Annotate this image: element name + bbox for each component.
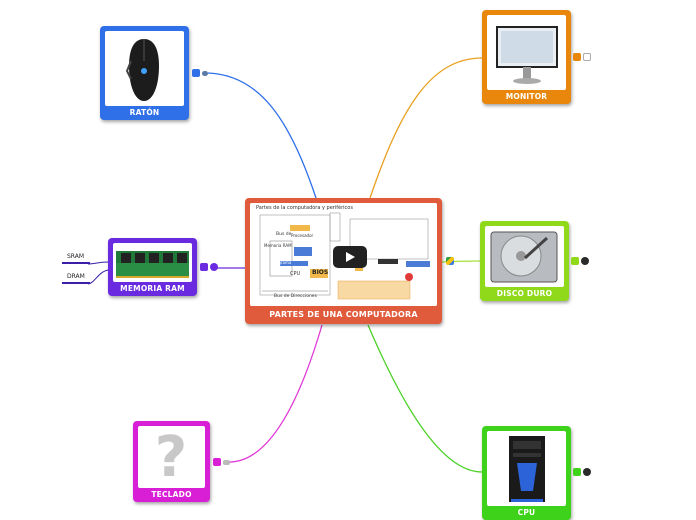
note-icon[interactable] xyxy=(573,468,581,476)
leaf-dram[interactable]: DRAM xyxy=(67,273,85,280)
link-icon[interactable] xyxy=(210,263,218,271)
raton-label: RATÓN xyxy=(129,108,160,117)
ram-module-icon xyxy=(116,251,189,278)
slide-label-bios: BIOS xyxy=(312,269,329,276)
note-icon[interactable] xyxy=(573,53,581,61)
node-raton[interactable]: RATÓN xyxy=(100,26,189,120)
video-play-icon[interactable] xyxy=(333,246,367,268)
node-monitor[interactable]: MONITOR xyxy=(482,10,571,104)
slide-heading: Partes de la computadora y periféricos xyxy=(256,205,353,211)
disco-label: DISCO DURO xyxy=(496,289,553,298)
link-cpu xyxy=(367,324,483,473)
link-sram xyxy=(87,261,109,265)
disco-attachments[interactable] xyxy=(571,257,589,265)
leaf-sram-underline xyxy=(62,262,90,264)
slide-label-programa: Programa xyxy=(272,260,292,265)
question-mark-icon: ? xyxy=(155,426,187,488)
center-node[interactable]: Partes de la computadora y periféricos B… xyxy=(245,198,442,324)
disco-google-drive-icon[interactable] xyxy=(446,257,454,265)
node-disco-duro[interactable]: DISCO DURO xyxy=(480,221,569,301)
link-icon[interactable] xyxy=(581,257,589,265)
note-icon[interactable] xyxy=(213,458,221,466)
monitor-label: MONITOR xyxy=(505,92,548,101)
mouse-icon xyxy=(125,39,159,101)
note-icon[interactable] xyxy=(192,69,200,77)
memoria-image xyxy=(113,243,192,282)
raton-image xyxy=(105,31,184,106)
drive-icon[interactable] xyxy=(446,257,454,265)
disco-image xyxy=(485,226,564,287)
slide-label-procesador: Procesador xyxy=(291,233,314,238)
monitor-icon xyxy=(496,26,558,84)
cpu-image xyxy=(487,431,566,506)
slide-label-bus-direcciones: Bus de Direcciones xyxy=(274,294,317,299)
teclado-attachments[interactable] xyxy=(213,458,230,466)
teclado-image: ? xyxy=(138,426,205,488)
image-icon[interactable] xyxy=(583,53,591,61)
link-icon[interactable] xyxy=(583,468,591,476)
link-raton xyxy=(207,72,317,199)
node-memoria-ram[interactable]: MEMORIA RAM xyxy=(108,238,197,296)
memoria-attachments[interactable] xyxy=(200,263,218,271)
teclado-label: TECLADO xyxy=(151,490,192,499)
leaf-dram-underline xyxy=(62,282,90,284)
pc-tower-icon xyxy=(509,436,545,502)
cpu-label: CPU xyxy=(517,508,536,517)
link-teclado xyxy=(228,324,323,463)
link-icon[interactable] xyxy=(202,70,208,76)
center-title: PARTES DE UNA COMPUTADORA xyxy=(269,310,418,319)
link-monitor xyxy=(369,57,483,199)
center-video-thumbnail[interactable]: Partes de la computadora y periféricos B… xyxy=(250,203,437,306)
monitor-attachments[interactable] xyxy=(573,53,591,61)
memoria-label: MEMORIA RAM xyxy=(120,284,185,293)
note-icon[interactable] xyxy=(200,263,208,271)
image-icon[interactable] xyxy=(223,459,230,465)
slide-label-memoria: Memoria RAM xyxy=(264,243,292,248)
monitor-image xyxy=(487,15,566,90)
node-cpu[interactable]: CPU xyxy=(482,426,571,520)
svg-text:?: ? xyxy=(155,426,187,488)
leaf-sram[interactable]: SRAM xyxy=(67,253,85,260)
raton-attachments[interactable] xyxy=(192,69,208,77)
note-icon[interactable] xyxy=(571,257,579,265)
node-teclado[interactable]: ? TECLADO xyxy=(133,421,210,502)
link-dram xyxy=(87,269,109,285)
slide-label-bus: Bus de xyxy=(276,232,292,237)
hard-drive-icon xyxy=(490,231,558,283)
slide-label-cpu: CPU xyxy=(290,271,301,277)
cpu-attachments[interactable] xyxy=(573,468,591,476)
